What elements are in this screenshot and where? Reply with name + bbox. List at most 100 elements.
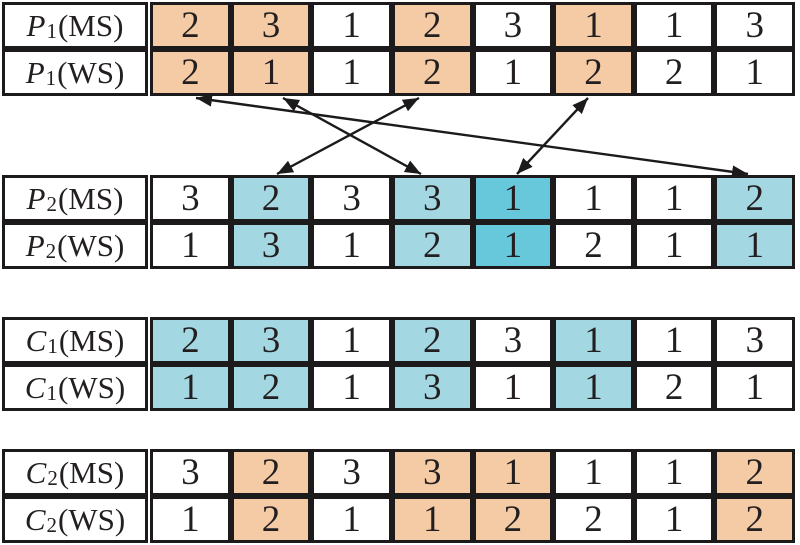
label-suffix: (WS) [58, 370, 126, 405]
swap-arrow-p1-pos1-p2-pos3 [282, 96, 422, 176]
label-subscript: 2 [47, 466, 58, 490]
gene-cell-p1-ms-6: 1 [633, 2, 715, 49]
gene-cell-p2-ms-7: 2 [714, 175, 795, 222]
gene-cell-p2-ws-0: 1 [150, 222, 231, 269]
gene-cell-p1-ws-3: 2 [391, 49, 473, 96]
gene-cell-c1-ws-2: 1 [311, 364, 392, 411]
gene-cell-p2-ms-1: 2 [230, 175, 312, 222]
label-suffix: (WS) [57, 228, 125, 263]
gene-cell-c1-ws-0: 1 [150, 364, 231, 411]
gene-cell-c1-ms-2: 1 [311, 317, 392, 364]
gene-cell-c2-ms-5: 1 [553, 449, 634, 496]
label-suffix: (WS) [57, 55, 125, 90]
gene-cell-c2-ws-4: 2 [472, 496, 554, 543]
gene-cell-p2-ws-5: 2 [553, 222, 634, 269]
gene-cell-c1-ws-6: 2 [633, 364, 715, 411]
gene-cell-c2-ws-1: 2 [230, 496, 312, 543]
gene-cell-p2-ws-4: 1 [472, 222, 554, 269]
gene-cell-c2-ws-3: 1 [391, 496, 473, 543]
swap-arrow-p1-pos3-p2-pos1 [276, 96, 420, 176]
label-letter: P [25, 55, 45, 90]
gene-cell-c2-ms-6: 1 [633, 449, 715, 496]
gene-cell-p2-ws-2: 1 [311, 222, 392, 269]
gene-cell-p2-ms-5: 1 [553, 175, 634, 222]
gene-cell-p1-ws-5: 2 [553, 49, 634, 96]
label-letter: C [25, 323, 47, 358]
gene-cell-c2-ms-4: 1 [472, 449, 554, 496]
gene-cell-c2-ws-0: 1 [150, 496, 231, 543]
label-letter: C [24, 502, 46, 537]
gene-cell-c2-ws-2: 1 [311, 496, 392, 543]
gene-cell-p1-ms-4: 3 [472, 2, 554, 49]
gene-cell-p2-ws-6: 1 [633, 222, 715, 269]
label-subscript: 2 [46, 513, 58, 537]
gene-cell-p2-ms-3: 3 [391, 175, 473, 222]
gene-cell-p2-ms-6: 1 [633, 175, 715, 222]
label-subscript: 2 [46, 192, 57, 216]
label-suffix: (MS) [57, 181, 124, 216]
gene-cell-c2-ms-3: 3 [391, 449, 473, 496]
gene-cell-c1-ws-5: 1 [553, 364, 634, 411]
gene-cell-p1-ms-5: 1 [553, 2, 634, 49]
label-subscript: 1 [45, 66, 57, 90]
gene-cell-c1-ms-1: 3 [230, 317, 312, 364]
gene-cell-p2-ws-3: 2 [391, 222, 473, 269]
gene-cell-p1-ws-2: 1 [311, 49, 392, 96]
gene-cell-c1-ms-0: 2 [150, 317, 231, 364]
gene-cell-c1-ms-5: 1 [553, 317, 634, 364]
gene-cell-p1-ms-0: 2 [150, 2, 231, 49]
label-letter: P [26, 8, 46, 43]
gene-cell-p1-ws-0: 2 [150, 49, 231, 96]
gene-cell-c1-ws-4: 1 [472, 364, 554, 411]
gene-cell-p2-ms-2: 3 [311, 175, 392, 222]
gene-cell-c2-ws-6: 1 [633, 496, 715, 543]
label-suffix: (MS) [57, 8, 124, 43]
label-subscript: 2 [45, 239, 57, 263]
label-suffix: (WS) [58, 502, 126, 537]
gene-cell-c1-ws-1: 2 [230, 364, 312, 411]
label-subscript: 1 [46, 381, 58, 405]
gene-cell-c2-ms-2: 3 [311, 449, 392, 496]
gene-cell-c1-ws-3: 3 [391, 364, 473, 411]
label-letter: C [25, 455, 47, 490]
gene-cell-c2-ws-7: 2 [714, 496, 795, 543]
label-letter: P [26, 181, 46, 216]
gene-cell-c1-ws-7: 1 [714, 364, 795, 411]
label-suffix: (MS) [58, 455, 125, 490]
gene-cell-p1-ms-2: 1 [311, 2, 392, 49]
gene-cell-c1-ms-3: 2 [391, 317, 473, 364]
swap-arrow-p1-pos0-p2-pos7 [195, 93, 749, 179]
gene-cell-c2-ws-5: 2 [553, 496, 634, 543]
gene-cell-p1-ws-7: 1 [714, 49, 795, 96]
swap-arrow-p1-pos5-p2-pos4 [516, 97, 589, 175]
gene-cell-c1-ms-4: 3 [472, 317, 554, 364]
gene-cell-c2-ms-1: 2 [230, 449, 312, 496]
gene-cell-c1-ms-7: 3 [714, 317, 795, 364]
label-suffix: (MS) [58, 323, 125, 358]
gene-cell-p1-ws-4: 1 [472, 49, 554, 96]
gene-cell-p2-ws-1: 3 [230, 222, 312, 269]
gene-cell-p1-ms-1: 3 [230, 2, 312, 49]
label-subscript: 1 [46, 19, 57, 43]
